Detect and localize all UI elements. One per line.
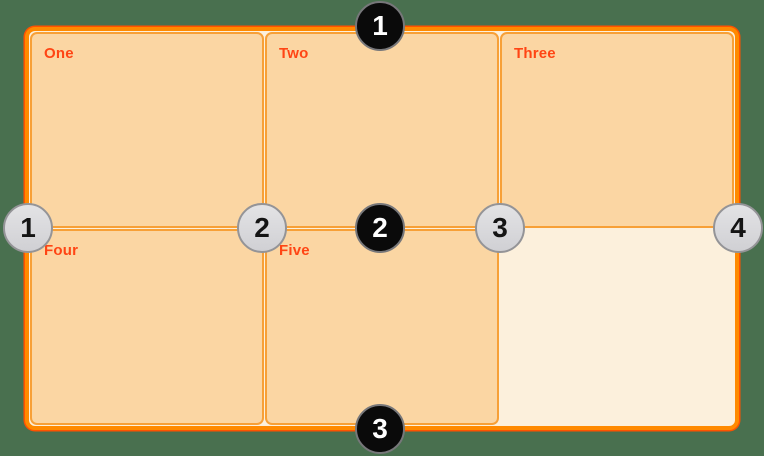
row-line-badge-1: 1 — [355, 1, 405, 51]
column-line-number: 4 — [730, 212, 746, 243]
column-line-number: 3 — [492, 212, 508, 243]
grid-container: One Two Three Four Five — [25, 27, 739, 430]
grid-area-label: Five — [279, 242, 310, 259]
grid-area-label: Three — [514, 45, 556, 62]
column-line-badge-2: 2 — [237, 203, 287, 253]
column-line-badge-3: 3 — [475, 203, 525, 253]
column-line-number: 2 — [254, 212, 270, 243]
row-line-badge-3: 3 — [355, 404, 405, 454]
row-line-number: 2 — [372, 212, 388, 243]
column-line-badge-4: 4 — [713, 203, 763, 253]
grid-area-label: Two — [279, 45, 309, 62]
grid-area-three: Three — [500, 32, 734, 228]
grid-area-one: One — [30, 32, 264, 228]
row-line-badge-2: 2 — [355, 203, 405, 253]
grid-area-four: Four — [30, 229, 264, 425]
grid-area-empty — [500, 229, 734, 425]
row-line-number: 1 — [372, 10, 388, 41]
row-line-number: 3 — [372, 413, 388, 444]
grid-area-label: One — [44, 45, 74, 62]
column-line-badge-1: 1 — [3, 203, 53, 253]
column-line-number: 1 — [20, 212, 36, 243]
grid-area-label: Four — [44, 242, 79, 259]
grid-area-two: Two — [265, 32, 499, 228]
grid-area-five: Five — [265, 229, 499, 425]
